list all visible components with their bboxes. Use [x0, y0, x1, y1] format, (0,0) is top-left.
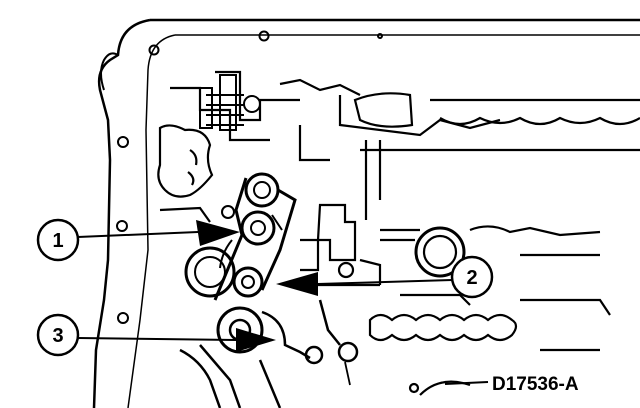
right-chamber [380, 225, 601, 278]
callout-3-arrow [236, 328, 276, 352]
callout-2-leader [317, 279, 453, 285]
center-valve-block [300, 203, 382, 287]
callout-3-leader [77, 337, 237, 341]
callout-3-circle [36, 313, 80, 357]
callout-2-circle [450, 255, 494, 299]
upper-passages [170, 70, 640, 220]
upper-gear [199, 74, 261, 131]
housing-outline [92, 18, 640, 408]
callout-2-label: 2 [466, 267, 477, 289]
callout-1-arrow [196, 220, 240, 246]
callout-1: 1 [36, 218, 240, 262]
lower-passages [368, 293, 611, 396]
callout-3-label: 3 [52, 325, 63, 347]
housing-bolt-holes [116, 30, 383, 324]
lower-lever [179, 299, 359, 408]
left-chambers [157, 124, 214, 223]
callout-3: 3 [36, 313, 276, 357]
figure-id: D17536-A [492, 374, 579, 395]
callout-2-arrow [276, 272, 318, 296]
callout-2: 2 [276, 255, 494, 299]
callout-1-label: 1 [52, 230, 63, 252]
figure-id-leader [444, 381, 489, 385]
callout-1-circle [36, 218, 80, 262]
callout-1-leader [77, 231, 199, 238]
roller-linkage [213, 172, 297, 301]
left-spring [184, 246, 236, 298]
